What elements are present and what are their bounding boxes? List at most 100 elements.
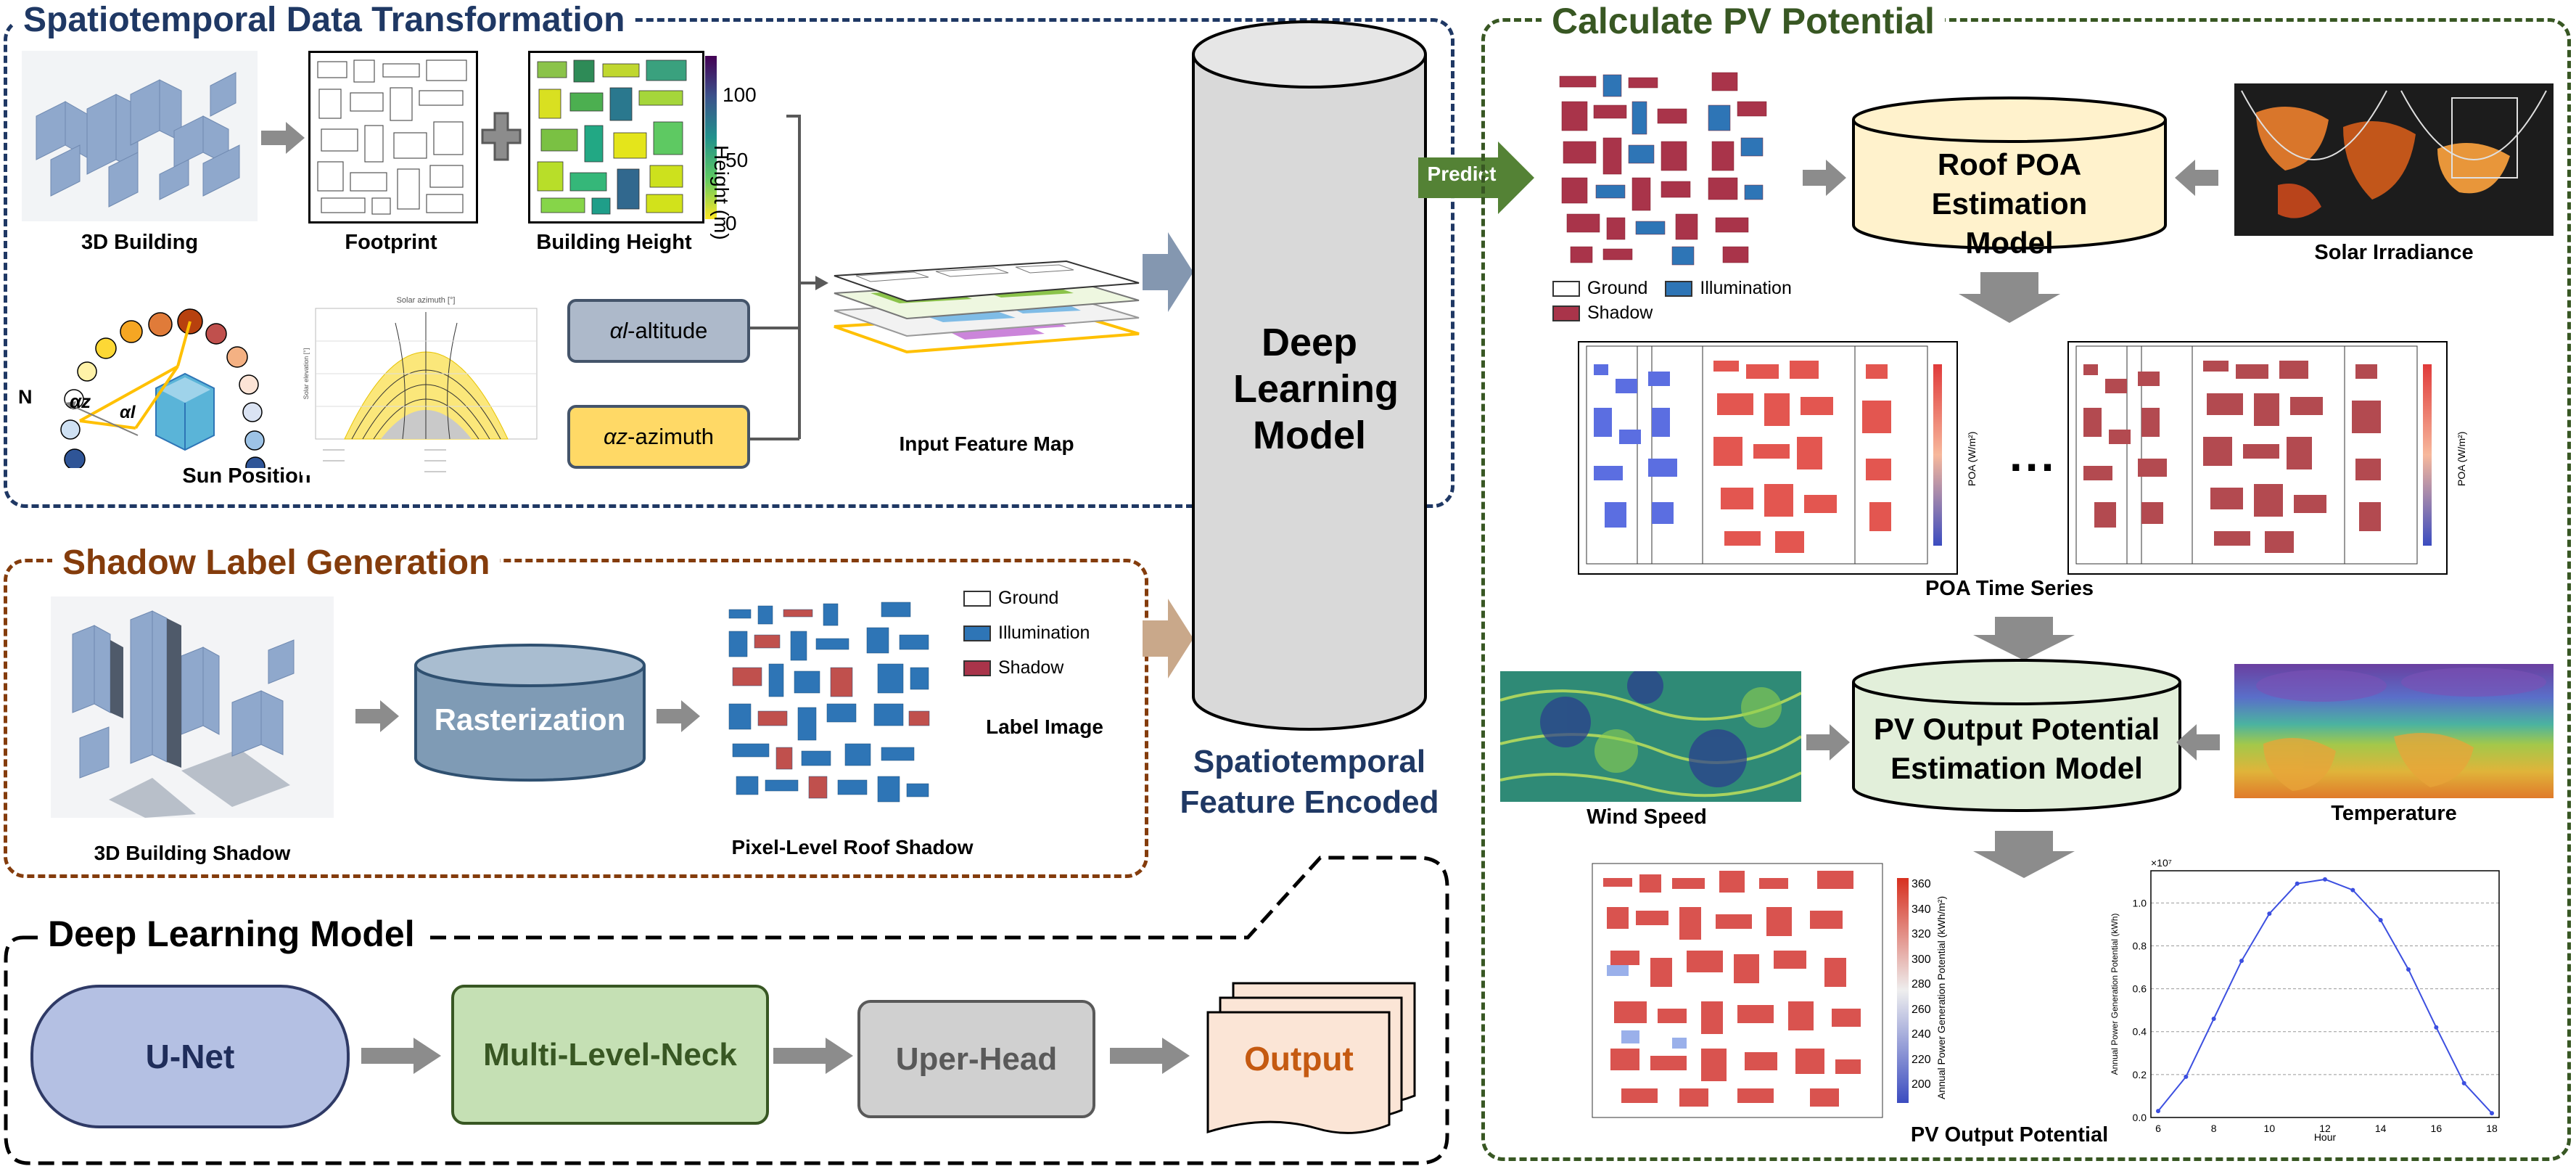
input-feature-map xyxy=(834,260,1140,354)
pv-cbar-label: Annual Power Generation Potential (kWh/m… xyxy=(1935,895,1947,1099)
chart-data-point xyxy=(2490,1111,2494,1116)
azimuth-symbol: αz xyxy=(603,424,628,449)
pv-legend: Ground Illumination Shadow xyxy=(1552,276,1792,325)
rasterization-cylinder xyxy=(414,644,646,782)
encoded-label: Spatiotemporal Feature Encoded xyxy=(1180,744,1439,820)
height-axis-label: Height (m) xyxy=(710,145,733,240)
altitude-text: -altitude xyxy=(627,318,708,343)
solar-irradiance-label: Solar Irradiance xyxy=(2314,241,2474,264)
arrow-series-down xyxy=(1973,617,2075,660)
rasterization-label: Rasterization xyxy=(434,702,626,737)
chart-ylabel: Annual Power Generation Potential (kWh) xyxy=(2110,914,2120,1075)
legend-illumination-swatch xyxy=(963,625,991,642)
pv-cbar-tick: 260 xyxy=(1912,1003,1931,1016)
predict-arrow xyxy=(1418,141,1534,214)
chart-data-point xyxy=(2295,881,2300,886)
3d-building-shadow-label: 3D Building Shadow xyxy=(94,842,291,864)
label-image-label: Label Image xyxy=(986,715,1103,738)
pv-cbar-tick: 220 xyxy=(1912,1053,1931,1066)
altitude-box: αl-altitude xyxy=(567,299,750,363)
height-tick-50: 50 xyxy=(725,149,749,171)
legend-ground: Ground xyxy=(998,588,1059,608)
chart-data-point xyxy=(2323,877,2327,882)
temperature-label: Temperature xyxy=(2331,802,2457,825)
building-height-label: Building Height xyxy=(536,231,692,254)
sunpath-ylabel: Solar elevation [°] xyxy=(303,348,310,400)
pv-panel xyxy=(1481,18,2571,1161)
pv-legend-shadow-swatch xyxy=(1552,305,1580,322)
poa-cbar-label-2: POA (W/m²) xyxy=(2456,431,2467,486)
chart-data-point xyxy=(2406,967,2411,972)
legend-shadow-swatch xyxy=(963,660,991,677)
pv-cbar-tick: 320 xyxy=(1912,928,1931,940)
roof-poa-cylinder xyxy=(1852,97,2167,250)
arrow-poa-down xyxy=(1959,272,2060,323)
chart-series-line xyxy=(2157,878,2493,1114)
chart-ytick-label: 0.8 xyxy=(2133,940,2147,951)
arrow-pv-down xyxy=(1973,831,2075,878)
neck-box: Multi-Level-Neck xyxy=(451,985,769,1125)
sunpath-chart: Solar azimuth [°] Solar elevation [°] xyxy=(301,294,540,475)
pv-legend-illumination-swatch xyxy=(1665,281,1693,298)
pv-cbar-ticks: 360 340 320 300 280 260 240 220 200 xyxy=(1912,872,1931,1098)
3d-building-image xyxy=(22,51,258,221)
legend-illumination: Illumination xyxy=(998,623,1090,643)
pv-output-map xyxy=(1578,856,1955,1139)
feature-arrow-bottom xyxy=(1143,599,1193,678)
poa-map-1 xyxy=(1578,341,1958,575)
wind-speed-label: Wind Speed xyxy=(1587,805,1707,829)
wind-speed-image xyxy=(1500,671,1801,802)
arrow-irradiance-to-poa xyxy=(2175,160,2218,196)
3d-building-shadow-image xyxy=(51,596,334,818)
footprint-label: Footprint xyxy=(345,231,437,254)
shadow-legend: Ground Illumination Shadow xyxy=(963,581,1090,685)
temperature-image xyxy=(2234,664,2554,798)
height-tick-0: 0 xyxy=(725,212,737,234)
pixel-roof-shadow-image xyxy=(722,595,939,820)
pv-cbar-tick: 200 xyxy=(1912,1078,1931,1091)
head-box: Uper-Head xyxy=(857,1000,1095,1118)
altitude-symbol: αl xyxy=(609,318,628,343)
pv-output-label: PV Output Potential xyxy=(1910,1123,2109,1147)
chart-xtick-label: 18 xyxy=(2486,1123,2498,1134)
chart-multiplier: ×10⁷ xyxy=(2151,857,2172,869)
chart-xtick-label: 8 xyxy=(2211,1123,2217,1134)
chart-ytick-label: 0.4 xyxy=(2133,1026,2147,1038)
chart-data-point xyxy=(2184,1074,2189,1079)
arrow-raster-to-pixel xyxy=(657,700,700,732)
poa-ellipsis: ... xyxy=(2009,429,2057,481)
arrow-temp-to-pv xyxy=(2176,724,2220,760)
chart-data-point xyxy=(2267,911,2272,916)
chart-frame xyxy=(2150,870,2500,1118)
chart-data-point xyxy=(2434,1025,2439,1030)
pv-cbar-tick: 340 xyxy=(1912,903,1931,916)
arrow-shadow-to-raster xyxy=(355,700,399,732)
sunpath-title: Solar azimuth [°] xyxy=(397,296,456,305)
chart-xtick-label: 6 xyxy=(2155,1123,2161,1134)
head-label: Uper-Head xyxy=(895,1041,1058,1077)
footprint-image xyxy=(308,51,478,223)
3d-building-label: 3D Building xyxy=(81,231,199,254)
dl-panel xyxy=(4,856,1449,1165)
unet-box: U-Net xyxy=(30,985,350,1128)
alpha-z-label: αz xyxy=(70,390,91,412)
azimuth-box: αz-azimuth xyxy=(567,405,750,469)
poa-cbar-label-1: POA (W/m²) xyxy=(1966,431,1978,486)
input-feature-map-label: Input Feature Map xyxy=(899,432,1074,455)
arrow-wind-to-pv xyxy=(1806,724,1850,760)
arrow-shadow-to-poa xyxy=(1803,160,1846,196)
arrow-building-to-footprint xyxy=(261,122,305,154)
chart-xlabel: Hour xyxy=(2314,1131,2337,1143)
chart-xtick-label: 10 xyxy=(2264,1123,2276,1134)
spatiotemporal-panel xyxy=(4,18,1454,508)
chart-points xyxy=(2156,877,2494,1116)
pv-legend-illumination: Illumination xyxy=(1700,278,1792,298)
chart-ytick-label: 0.0 xyxy=(2133,1112,2147,1123)
solar-irradiance-image xyxy=(2234,83,2554,236)
chart-data-point xyxy=(2378,918,2383,922)
pv-model-label: PV Output Potential Estimation Model xyxy=(1873,712,2160,785)
alpha-l-label: αl xyxy=(120,403,136,422)
chart-grid xyxy=(2151,902,2499,1118)
